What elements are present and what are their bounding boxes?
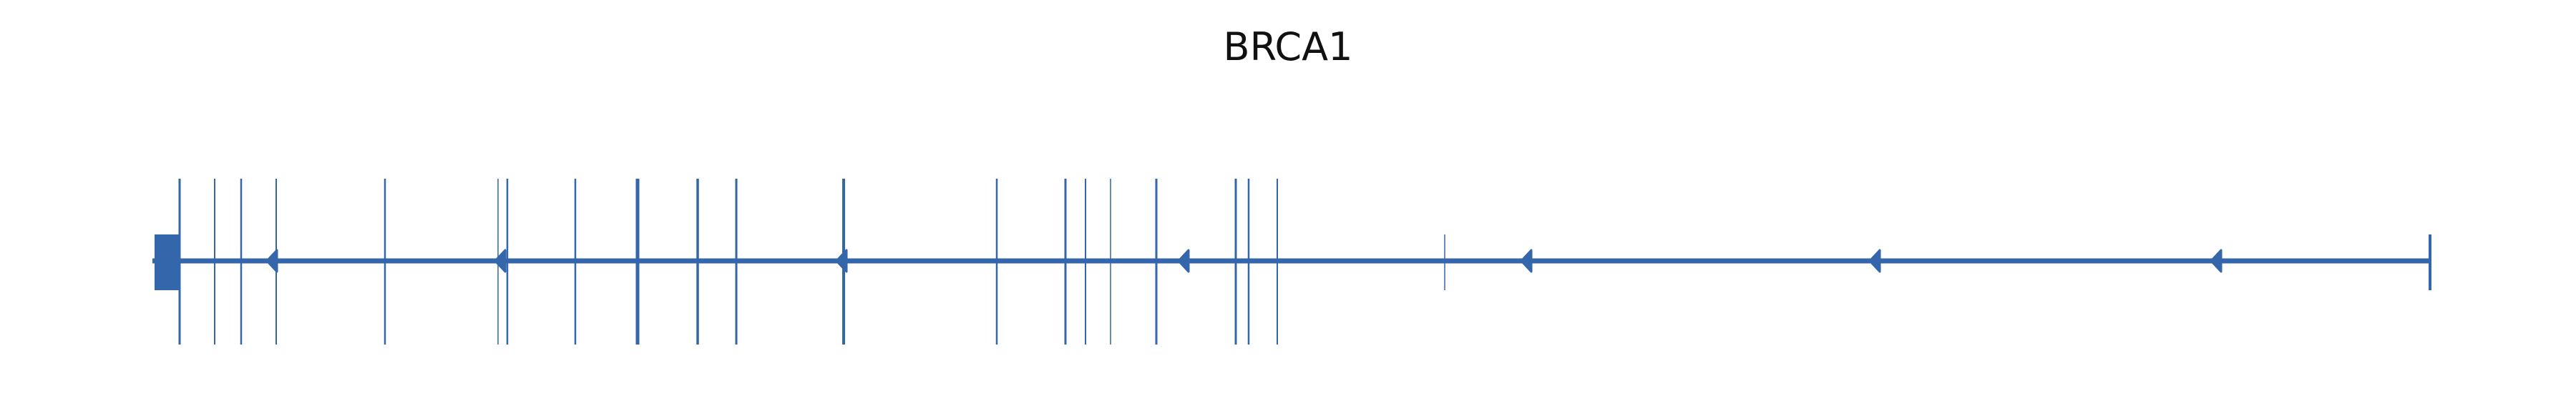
strand-arrow-icon [1868,249,1881,273]
strand-arrow-icon [1520,249,1533,273]
strand-arrow-icon [494,249,507,273]
strand-arrow-icon [1177,249,1190,273]
strand-arrow-icon [835,249,848,273]
strand-arrow-icon [265,249,278,273]
gene-title: BRCA1 [1223,24,1353,69]
strand-arrow-icon [2210,249,2223,273]
utr-block [155,234,180,290]
